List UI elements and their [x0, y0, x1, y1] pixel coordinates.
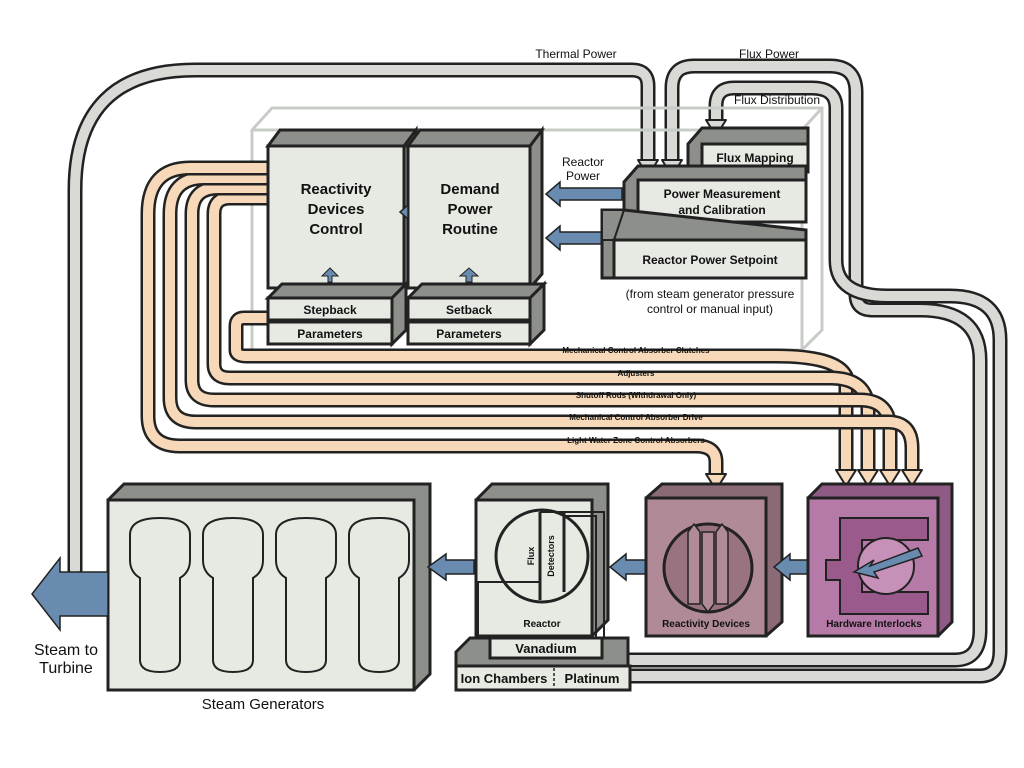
steam-generator-3: [275, 516, 337, 674]
band-label-adjusters: Adjusters: [618, 369, 655, 378]
band-labels: Mechanical Control Absorber Clutches Adj…: [562, 346, 710, 445]
reactor-power-label-2: Power: [566, 169, 600, 183]
power-measurement-block: Power Measurement and Calibration: [622, 164, 808, 224]
demand-power-line-2: Power: [447, 201, 492, 218]
reactivity-devices: Reactivity Devices: [644, 482, 784, 638]
steam-generator-2: [202, 516, 264, 674]
steam-to-turbine-line-1: Steam to: [34, 642, 98, 659]
interlock-arrow: [852, 547, 924, 580]
hardware-interlocks: Hardware Interlocks: [806, 482, 954, 638]
steam-generator-1: [129, 516, 191, 674]
flux-detectors-line-2: Detectors: [546, 535, 556, 577]
setpoint-to-demand-arrow: [544, 224, 605, 252]
band-label-shutoff: Shutoff Rods (Withdrawal Only): [576, 391, 697, 400]
setback-up-arrow: [458, 267, 480, 283]
reactor: Flux Detectors Reactor: [474, 482, 610, 662]
reactor-to-steam-arrow: [426, 552, 475, 582]
setpoint-note-line-1: (from steam generator pressure: [626, 287, 795, 301]
reactivity-devices-control-block: Reactivity Devices Control: [265, 125, 419, 293]
demand-power-routine-block: Demand Power Routine: [405, 125, 545, 293]
flux-power-label: Flux Power: [739, 47, 799, 61]
parameters-right-label: Parameters: [436, 327, 502, 341]
reactor-core: [494, 508, 590, 604]
flux-detectors-line-1: Flux: [526, 547, 536, 566]
detector-strip: Vanadium Ion Chambers Platinum: [454, 636, 632, 692]
steam-generators: Steam Generators: [106, 482, 432, 713]
band-label-absorber-drive: Mechanical Control Absorber Drive: [569, 413, 703, 422]
platinum-label: Platinum: [565, 671, 620, 686]
setpoint-note-line-2: control or manual input): [647, 302, 773, 316]
reactor-label: Reactor: [523, 619, 560, 630]
steam-to-turbine-line-2: Turbine: [39, 660, 93, 677]
control-bands: [140, 160, 923, 491]
steam-generators-label: Steam Generators: [202, 696, 325, 713]
measurement-to-demand-arrow: [544, 180, 623, 208]
power-measurement-line-2: and Calibration: [678, 203, 765, 217]
reactor-power-label-1: Reactor: [562, 155, 604, 169]
stepback-block: Stepback Parameters: [264, 267, 410, 348]
parameters-left-label: Parameters: [297, 327, 363, 341]
ion-chambers-label: Ion Chambers: [461, 671, 548, 686]
band-label-clutches: Mechanical Control Absorber Clutches: [562, 346, 710, 355]
demand-power-line-3: Routine: [442, 221, 498, 238]
vanadium-label: Vanadium: [515, 641, 576, 656]
reactor-power-setpoint-label: Reactor Power Setpoint: [642, 253, 777, 267]
reactivity-control-line-3: Control: [309, 221, 362, 238]
signal-tubes: [67, 58, 1008, 684]
reactivity-control-line-2: Devices: [308, 201, 365, 218]
reactivity-to-reactor-arrow: [608, 552, 647, 582]
reactivity-devices-label: Reactivity Devices: [662, 619, 750, 630]
interlocks-to-reactivity-arrow: [772, 552, 809, 582]
thermal-power-label: Thermal Power: [535, 47, 616, 61]
setback-label: Setback: [446, 303, 492, 317]
setback-block: Setback Parameters: [404, 267, 548, 348]
flux-mapping-label: Flux Mapping: [716, 151, 793, 165]
flux-distribution-label: Flux Distribution: [734, 93, 820, 107]
band-label-zone-control: Light Water Zone Control Absorbers: [567, 436, 705, 445]
demand-power-line-1: Demand: [440, 181, 499, 198]
power-measurement-line-1: Power Measurement: [664, 187, 781, 201]
stepback-up-arrow: [320, 267, 340, 283]
stepback-label: Stepback: [303, 303, 357, 317]
reactivity-control-line-1: Reactivity: [301, 181, 373, 198]
reactor-power-setpoint-block: Reactor Power Setpoint: [600, 208, 808, 280]
demand-to-reactivity-arrow: [398, 203, 409, 221]
hardware-interlocks-label: Hardware Interlocks: [826, 619, 922, 630]
steam-to-turbine-arrow: [31, 555, 109, 633]
steam-generator-4: [348, 516, 410, 674]
